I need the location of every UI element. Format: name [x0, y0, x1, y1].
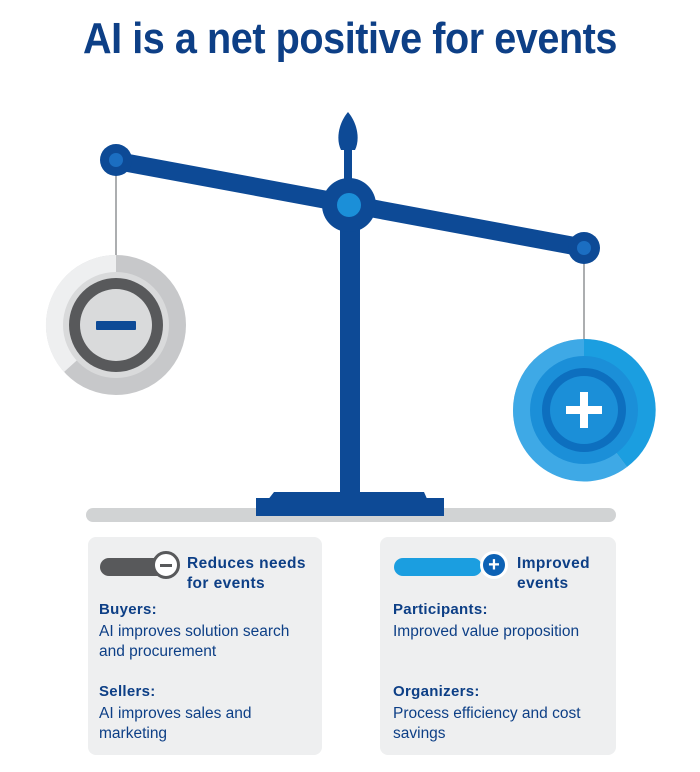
- scale-finial-neck: [344, 148, 352, 184]
- positive-pill-bar: [394, 558, 482, 576]
- buyers-text: AI improves solution search and procurem…: [99, 623, 290, 660]
- scale-base-foot: [256, 498, 444, 516]
- organizers-section: Organizers: Process efficiency and cost …: [393, 682, 608, 744]
- scale-finial: [338, 112, 358, 150]
- organizers-title: Organizers:: [393, 683, 480, 700]
- page-title: AI is a net positive for events: [82, 14, 618, 63]
- organizers-text: Process efficiency and cost savings: [393, 705, 581, 742]
- beam-left-end-dot: [109, 153, 123, 167]
- buyers-section: Buyers: AI improves solution search and …: [99, 600, 314, 662]
- beam-right-end-dot: [577, 241, 591, 255]
- participants-title: Participants:: [393, 601, 488, 618]
- plus-icon: +: [480, 551, 508, 579]
- right-weight: [512, 338, 656, 482]
- scale-pivot-center: [337, 193, 361, 217]
- plus-icon: [566, 392, 602, 428]
- negative-effects-card: Reduces needs for events Buyers: AI impr…: [88, 537, 322, 755]
- participants-section: Participants: Improved value proposition: [393, 600, 608, 642]
- buyers-title: Buyers:: [99, 601, 157, 618]
- negative-heading: Reduces needs for events: [187, 555, 306, 592]
- minus-icon: [96, 321, 136, 330]
- scale-pillar: [340, 190, 360, 498]
- sellers-title: Sellers:: [99, 683, 156, 700]
- balance-scale-illustration: [45, 112, 656, 522]
- left-weight: [45, 254, 186, 395]
- minus-icon: [152, 551, 180, 579]
- sellers-section: Sellers: AI improves sales and marketing: [99, 682, 314, 744]
- participants-text: Improved value proposition: [393, 623, 580, 640]
- positive-heading: Improved events: [517, 555, 590, 592]
- sellers-text: AI improves sales and marketing: [99, 705, 252, 742]
- positive-effects-card: + Improved events Participants: Improved…: [380, 537, 616, 755]
